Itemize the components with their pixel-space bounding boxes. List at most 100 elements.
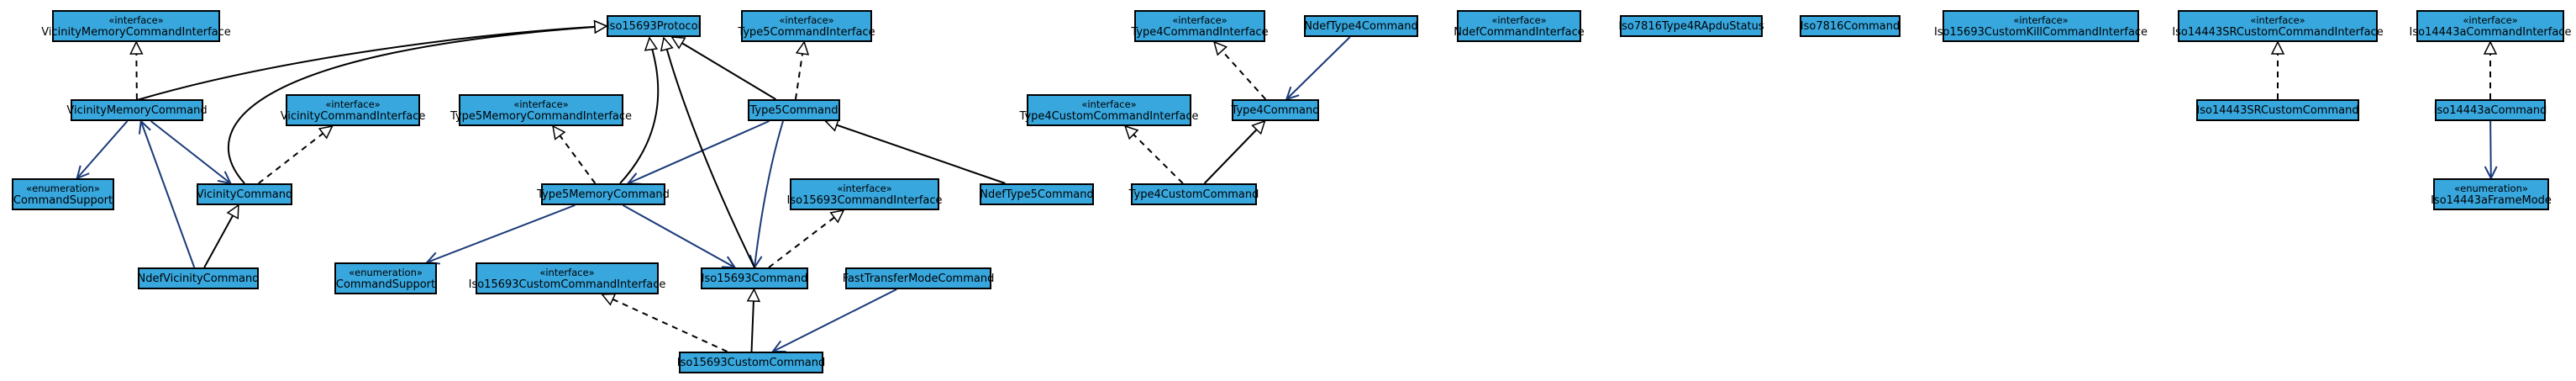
interface-stereotype: «interface» [108, 13, 164, 26]
interface-stereotype: «interface» [2013, 13, 2069, 26]
realization-edge [552, 124, 597, 184]
type5-command-node[interactable]: Type5Command [748, 99, 840, 121]
generalization-edge [227, 19, 608, 184]
command-support-enum-node[interactable]: «enumeration» CommandSupport [12, 178, 114, 210]
iso14443sr-custom-command-node[interactable]: Iso14443SRCustomCommand [2196, 99, 2359, 121]
realization-edge [2270, 40, 2285, 99]
command-support-enum-node[interactable]: «enumeration» CommandSupport [334, 262, 437, 294]
type5-memory-command-interface-node[interactable]: «interface» Type5MemoryCommandInterface [450, 94, 632, 126]
iso14443sr-custom-command-interface-node[interactable]: «interface» Iso14443SRCustomCommandInter… [2172, 10, 2384, 42]
type4-custom-command-interface-node[interactable]: «interface» Type4CustomCommandInterface [1020, 94, 1198, 126]
class-name: NdefCommandInterface [1454, 25, 1585, 39]
class-name: Iso7816Type4RApduStatus [1618, 19, 1764, 33]
class-name: CommandSupport [13, 193, 113, 207]
generalization-edge [823, 119, 1006, 184]
iso15693-custom-command-interface-node[interactable]: «interface» Iso15693CustomCommandInterfa… [469, 262, 665, 294]
association-edge [622, 204, 737, 269]
association-edge [425, 204, 576, 265]
class-name: NdefType5Command [980, 188, 1094, 201]
interface-stereotype: «interface» [513, 98, 569, 110]
class-name: Iso15693CustomKillCommandInterface [1933, 25, 2148, 39]
enumeration-stereotype: «enumeration» [2454, 182, 2528, 194]
generalization-edge [619, 36, 660, 184]
association-edge [76, 120, 129, 180]
interface-stereotype: «interface» [2463, 13, 2518, 26]
class-name: Type4CommandInterface [1131, 25, 1269, 39]
iso14443a-command-node[interactable]: Iso14443aCommand [2433, 99, 2547, 121]
iso14443a-command-interface-node[interactable]: «interface» Iso14443aCommandInterface [2410, 10, 2571, 42]
association-edge [1285, 36, 1351, 101]
class-name: Iso15693CommandInterface [786, 193, 943, 207]
class-name: VicinityCommand [196, 188, 293, 201]
generalization-edge [1203, 119, 1266, 184]
realization-edge [768, 209, 845, 268]
class-name: NdefType4Command [1304, 19, 1418, 33]
iso7816-command-node[interactable]: Iso7816Command [1800, 15, 1900, 37]
realization-edge [1123, 124, 1184, 184]
class-name: Type4Command [1231, 103, 1320, 117]
class-name: Iso14443aCommand [2433, 103, 2547, 117]
ndef-type4-command-node[interactable]: NdefType4Command [1304, 15, 1418, 37]
class-name: Iso15693Command [701, 272, 808, 285]
class-name: Type4CustomCommand [1128, 188, 1259, 201]
generalization-edge [203, 204, 239, 268]
interface-stereotype: «interface» [1172, 13, 1228, 26]
enumeration-stereotype: «enumeration» [26, 182, 100, 194]
realization-edge [601, 293, 728, 352]
class-name: Iso7816Command [1800, 19, 1900, 33]
type4-custom-command-node[interactable]: Type4CustomCommand [1128, 183, 1259, 205]
class-name: Type5MemoryCommand [537, 188, 670, 201]
class-name: Iso14443SRCustomCommandInterface [2172, 25, 2384, 39]
vicinity-command-node[interactable]: VicinityCommand [197, 183, 292, 205]
iso7816-type4-rapdu-status-node[interactable]: Iso7816Type4RApduStatus [1618, 15, 1764, 37]
class-name: Iso15693CustomCommand [676, 356, 826, 369]
class-name: VicinityCommandInterface [280, 109, 426, 123]
realization-edge [1212, 40, 1267, 100]
interface-stereotype: «interface» [325, 98, 381, 110]
ndef-vicinity-command-node[interactable]: NdefVicinityCommand [138, 267, 260, 289]
interface-stereotype: «interface» [1491, 13, 1547, 26]
type4-command-node[interactable]: Type4Command [1232, 99, 1319, 121]
realization-edge [129, 40, 144, 100]
class-name: FastTransferModeCommand [842, 272, 995, 285]
association-edge [2484, 120, 2498, 181]
class-name: Iso15693CustomCommandInterface [468, 278, 666, 291]
iso15693-protocol-node[interactable]: Iso15693Protocol [607, 15, 701, 37]
class-name: VicinityMemoryCommandInterface [41, 25, 231, 39]
ndef-type5-command-node[interactable]: NdefType5Command [980, 183, 1094, 205]
class-name: Type5MemoryCommandInterface [449, 109, 633, 123]
class-name: Type4CustomCommandInterface [1019, 109, 1199, 123]
iso15693-custom-kill-command-interface-node[interactable]: «interface» Iso15693CustomKillCommandInt… [1934, 10, 2148, 42]
class-name: Type5Command [749, 103, 839, 117]
iso15693-command-node[interactable]: Iso15693Command [701, 267, 808, 289]
type4-command-interface-node[interactable]: «interface» Type4CommandInterface [1131, 10, 1269, 42]
iso14443a-frame-mode-enum-node[interactable]: «enumeration» Iso14443aFrameMode [2431, 178, 2552, 210]
association-edge [770, 288, 897, 353]
interface-stereotype: «interface» [1081, 98, 1137, 110]
association-edge [150, 120, 233, 185]
vicinity-command-interface-node[interactable]: «interface» VicinityCommandInterface [281, 94, 425, 126]
iso15693-custom-command-node[interactable]: Iso15693CustomCommand [676, 352, 826, 373]
generalization-edge [660, 36, 755, 268]
association-edge [626, 120, 770, 185]
vicinity-memory-command-interface-node[interactable]: «interface» VicinityMemoryCommandInterfa… [41, 10, 231, 42]
ndef-command-interface-node[interactable]: «interface» NdefCommandInterface [1454, 10, 1585, 42]
class-name: Iso14443aFrameMode [2431, 193, 2552, 207]
type5-command-interface-node[interactable]: «interface» Type5CommandInterface [738, 10, 875, 42]
class-name: Iso15693Protocol [606, 19, 702, 33]
vicinity-memory-command-node[interactable]: VicinityMemoryCommand [66, 99, 208, 121]
generalization-edge [670, 36, 776, 100]
realization-edge [794, 40, 810, 100]
iso15693-command-interface-node[interactable]: «interface» Iso15693CommandInterface [787, 178, 942, 210]
interface-stereotype: «interface» [837, 182, 892, 194]
association-edge [749, 120, 784, 270]
interface-stereotype: «interface» [2250, 13, 2305, 26]
realization-edge [258, 124, 334, 184]
realization-edge [2483, 40, 2498, 99]
fast-transfer-mode-command-node[interactable]: FastTransferModeCommand [843, 267, 994, 289]
class-name: Iso14443SRCustomCommand [2196, 103, 2359, 117]
type5-memory-command-node[interactable]: Type5MemoryCommand [537, 183, 670, 205]
class-name: VicinityMemoryCommand [66, 103, 208, 117]
